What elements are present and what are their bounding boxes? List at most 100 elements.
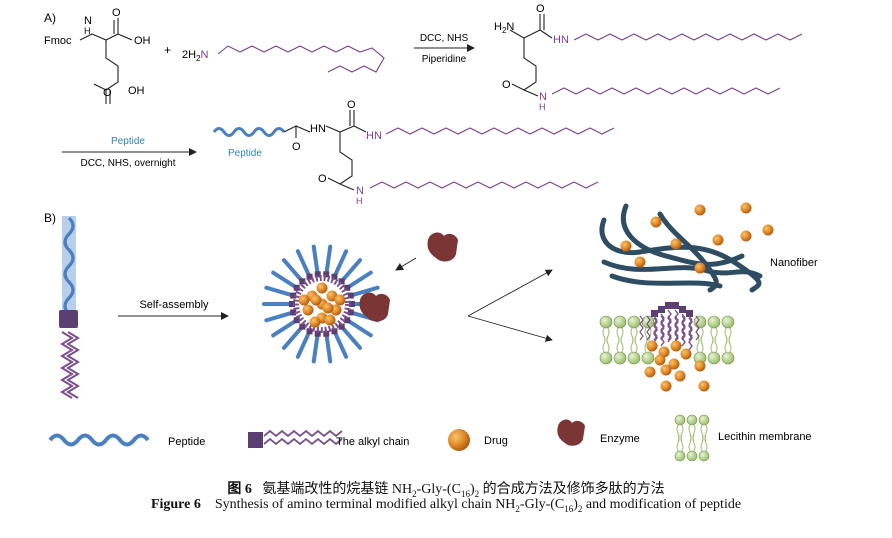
product-2-structure <box>283 110 367 191</box>
p1-h: H <box>539 102 546 112</box>
fiber-drug <box>694 262 706 274</box>
micelle-peptide-spoke <box>339 258 362 284</box>
lipid-head-bottom <box>627 351 641 365</box>
micelle-peptide-spoke <box>339 324 362 350</box>
inserted-alkyl-thin <box>688 315 693 341</box>
micelle-peptide-spoke <box>271 270 299 290</box>
lipid-head-bottom <box>599 351 613 365</box>
fiber-drug <box>650 216 662 228</box>
micelle-linker <box>306 273 313 280</box>
inserted-linker <box>679 306 686 313</box>
lipid-tail-top <box>616 327 624 345</box>
plus-sign: + <box>164 43 171 57</box>
micelle-linker <box>323 271 330 278</box>
caption-chinese: 图 6 氨基端改性的烷基链 NH2-Gly-(C16)2 的合成方法及修饰多肽的… <box>0 478 892 499</box>
fiber-drug <box>670 238 682 250</box>
legend-item-peptide: Peptide <box>48 433 205 448</box>
caption-en-part1: Synthesis of amino terminal modified alk… <box>214 497 516 512</box>
caption-en-part2: -Gly-(C <box>519 497 565 512</box>
legend-item-lecithin: Lecithin membrane <box>674 414 812 462</box>
micelle-peptide-spoke <box>271 318 299 338</box>
fiber-drug <box>620 240 632 252</box>
micelle-peptide-spoke <box>324 244 333 277</box>
released-drug <box>680 348 692 360</box>
caption-english: Figure 6 Synthesis of amino terminal mod… <box>0 497 892 514</box>
fiber-drug <box>762 224 774 236</box>
step2-peptide: Peptide <box>111 136 145 147</box>
legend-lipid-head-bottom <box>698 450 710 462</box>
caption-en-part4: and modification of peptide <box>582 497 742 512</box>
caption-cn-part1: 氨基端改性的烷基链 NH <box>262 482 413 497</box>
micelle-peptide-spoke <box>345 318 373 338</box>
c16-chain-upper-p1 <box>573 33 803 41</box>
lipid-head-top <box>693 315 707 329</box>
p2-o0: O <box>292 141 301 153</box>
caption-en-sub1: 2 <box>515 503 520 514</box>
linker-block <box>59 310 78 328</box>
enzyme-icon <box>557 419 585 446</box>
product-1-structure <box>509 14 553 97</box>
inserted-alkyl-thin <box>639 315 644 341</box>
micelle-linker <box>344 317 351 324</box>
fiber-drug <box>712 234 724 246</box>
step1-deprotection: Piperidine <box>422 54 467 65</box>
p2-peptide-label: Peptide <box>228 148 262 159</box>
legend-lipid-head-top <box>698 414 710 426</box>
micelle-peptide-spoke <box>311 331 320 364</box>
micelle-linker <box>299 323 306 330</box>
micelle-drug <box>309 316 321 328</box>
p1-h2n: H2N <box>494 21 514 35</box>
micelle-peptide-spoke <box>295 329 312 359</box>
micelle-linker <box>293 317 300 324</box>
lipid-tail-top <box>724 327 732 345</box>
legend-lipid-tail-bottom <box>700 434 708 452</box>
amine-prefix: 2H2N <box>182 49 209 63</box>
amphiphile-molecule <box>59 216 80 399</box>
panel-b: B) Self-assembly Nan <box>44 202 818 399</box>
p1-o1: O <box>536 3 545 15</box>
self-assembly-label: Self-assembly <box>139 299 209 311</box>
peptide-wave-product2 <box>212 127 286 137</box>
caption-en-part3: ) <box>573 497 578 512</box>
inserted-alkyl-thin <box>667 315 672 341</box>
micelle-linker <box>347 292 354 299</box>
micelle-linker <box>347 309 354 316</box>
legend-label-enzyme: Enzyme <box>600 433 640 445</box>
caption-en-sub2: 16 <box>564 503 574 514</box>
cooh-o-top: O <box>112 7 121 19</box>
micelle-peptide-spoke <box>348 285 380 298</box>
step1-reagents: DCC, NHS <box>420 33 469 44</box>
enzyme-bound <box>359 292 390 322</box>
micelle-peptide-spoke <box>282 324 305 350</box>
caption-cn-part3: ) <box>469 482 475 497</box>
micelle-linker <box>331 273 338 280</box>
enzyme-free <box>427 232 458 262</box>
micelle-linker <box>289 301 295 307</box>
micelle-peptide-spoke <box>311 244 320 277</box>
alkyl-tail-2 <box>66 331 80 399</box>
inserted-alkyl <box>688 317 693 351</box>
released-drug <box>660 380 672 392</box>
inserted-linker <box>651 310 658 317</box>
lipid-head-bottom <box>613 351 627 365</box>
caption-cn-sub3: 2 <box>474 488 480 499</box>
legend-label-lecithin: Lecithin membrane <box>718 431 812 443</box>
caption-cn-part4: 的合成方法及修饰多肽的方法 <box>479 482 665 497</box>
micelle-drug <box>316 282 328 294</box>
caption-cn-sub1: 2 <box>412 488 417 499</box>
nanofiber-drugs <box>620 202 774 274</box>
lipid-head-top <box>627 315 641 329</box>
peptide-wave-icon <box>48 433 150 447</box>
micelle-linker <box>299 278 306 285</box>
inserted-linker <box>686 310 693 317</box>
fiber-drug <box>634 256 646 268</box>
lipid-tail-top <box>630 327 638 345</box>
released-drugs <box>644 340 710 392</box>
reactant-fmoc-glutamic-acid <box>79 18 133 104</box>
side-oh-label: OH <box>128 85 145 97</box>
legend-lipid-head-top <box>686 414 698 426</box>
lipid-tail-top <box>710 327 718 345</box>
legend-lipid-tail-top <box>700 424 708 442</box>
p2-hn0: HN <box>310 123 326 135</box>
p2-h: H <box>356 196 363 206</box>
